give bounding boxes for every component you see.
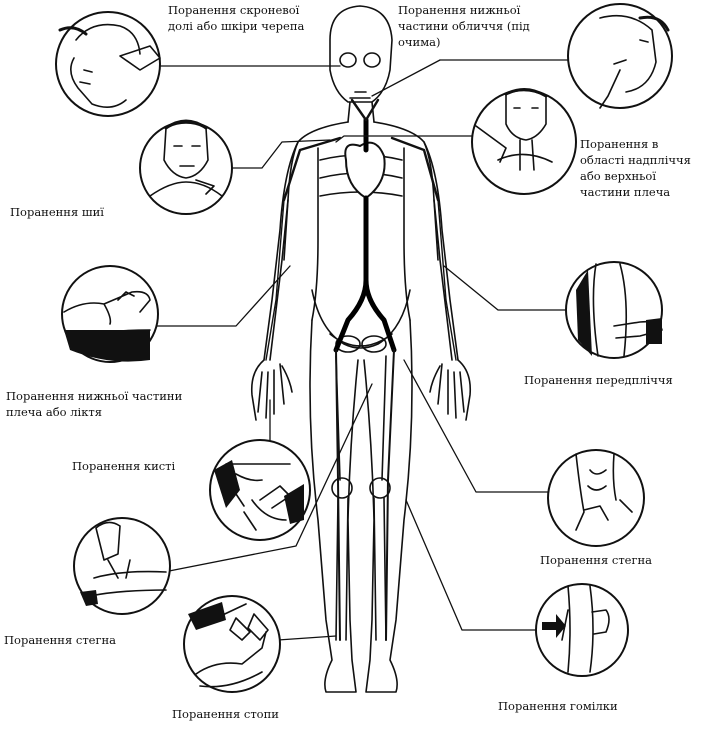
knee-left	[369, 477, 391, 499]
left-arm	[423, 141, 459, 361]
inset-lower-arm	[61, 265, 159, 363]
inset-foot	[183, 595, 281, 693]
right-hand	[250, 359, 293, 421]
connector-neck	[231, 139, 331, 169]
left-hand	[429, 359, 472, 421]
inset-neck	[139, 119, 233, 215]
circulatory-system	[265, 98, 457, 641]
left-leg	[363, 319, 413, 693]
label-thigh-left: Поранення стегна	[4, 633, 117, 647]
inset-hand	[209, 439, 311, 541]
connector-thigh-left	[163, 383, 373, 573]
aorta	[333, 117, 397, 353]
inset-collarbone	[471, 88, 577, 195]
label-temple: Поранення скроневої долі або шкіри череп…	[168, 3, 305, 33]
connector-lower-arm	[141, 265, 291, 327]
right-leg	[309, 319, 359, 693]
inset-thigh-left	[73, 517, 171, 615]
inset-shin	[535, 583, 629, 677]
connector-lower-face	[371, 59, 441, 97]
label-collarbone: Поранення в області надпліччя або верхнь…	[580, 137, 691, 199]
label-forearm: Поранення передпліччя	[524, 373, 673, 387]
eye-socket-left	[339, 52, 357, 68]
eye-socket-right	[363, 52, 381, 68]
right-arm	[263, 141, 299, 361]
label-foot: Поранення стопи	[172, 707, 279, 721]
knee-right	[331, 477, 353, 499]
label-hand: Поранення кисті	[72, 459, 176, 473]
connector-shin	[405, 499, 547, 631]
label-thigh-right: Поранення стегна	[540, 553, 653, 567]
inset-temple	[55, 11, 161, 117]
connector-collarbone	[335, 135, 477, 143]
connector-forearm	[443, 265, 571, 311]
heart	[344, 141, 386, 199]
body-figure	[250, 5, 472, 693]
label-lower-face: Поранення нижньої частини обличчя (під о…	[398, 3, 530, 49]
inset-lower-face	[567, 3, 673, 109]
inset-thigh-right	[547, 449, 645, 547]
inset-forearm	[565, 261, 663, 359]
connector-thigh-right	[403, 359, 553, 493]
label-lower-arm: Поранення нижньої частини плеча або лікт…	[6, 389, 183, 419]
label-neck: Поранення шиї	[10, 205, 104, 219]
skull	[329, 5, 393, 103]
connector-foot	[277, 635, 337, 641]
label-shin: Поранення гомілки	[498, 699, 618, 713]
